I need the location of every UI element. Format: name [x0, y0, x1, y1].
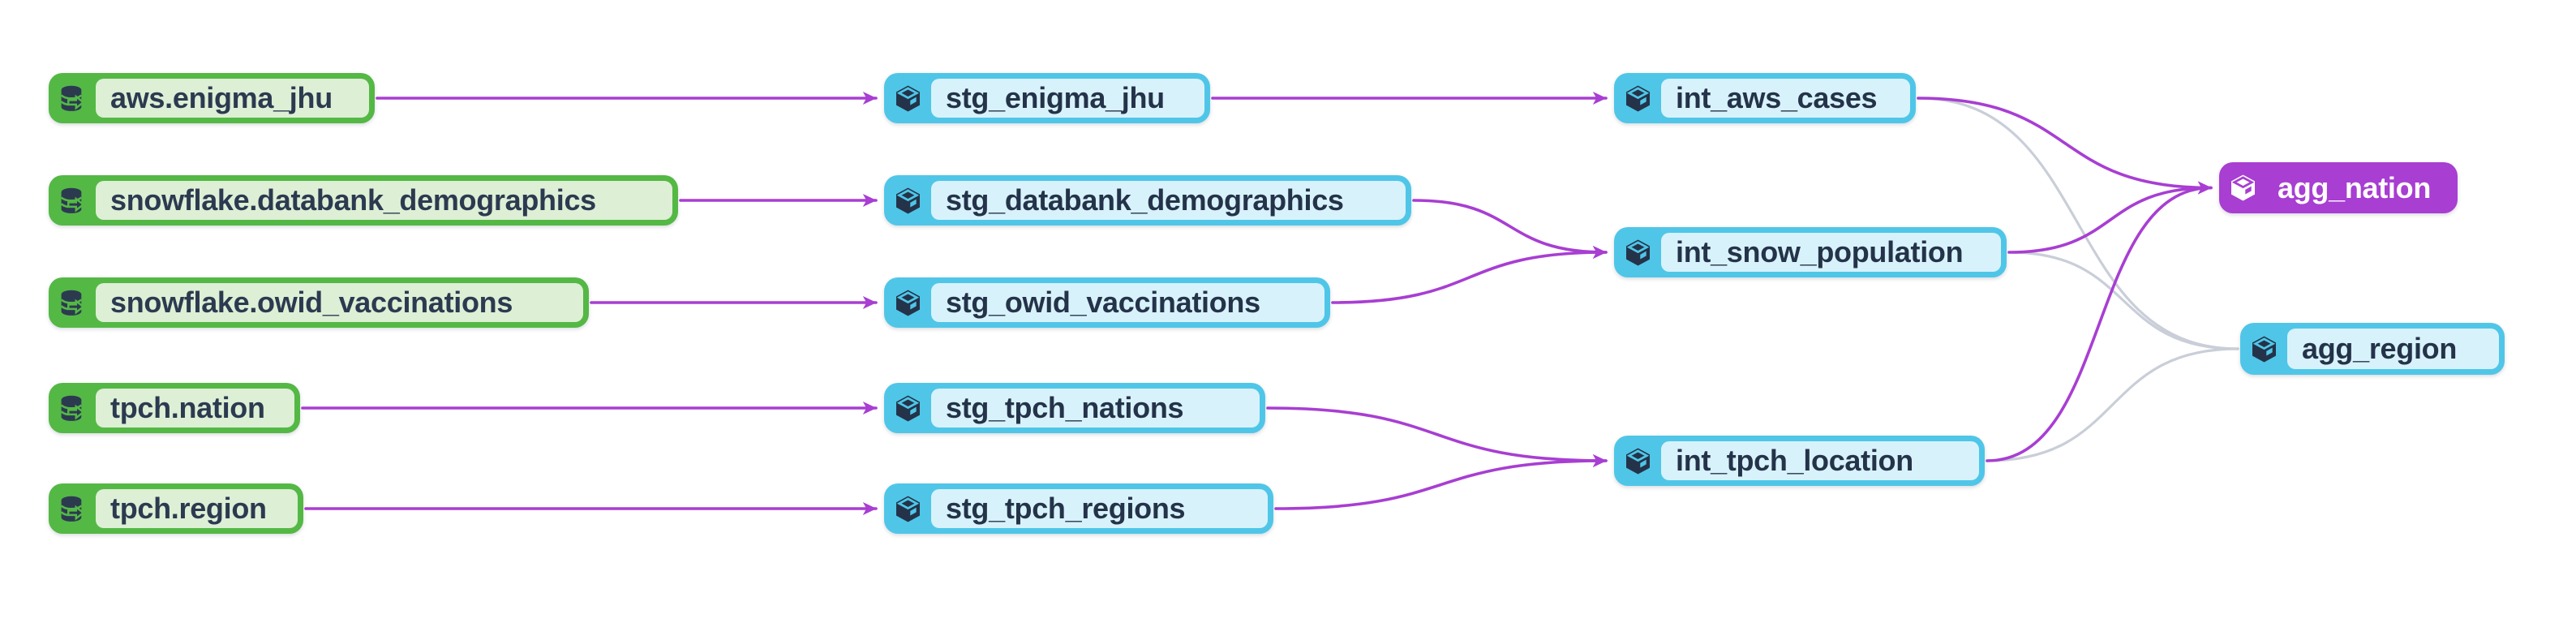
- cube-icon: [2240, 323, 2287, 375]
- cube-icon: [884, 175, 931, 226]
- edge-int_aws_cases-to-agg_nation: [1917, 97, 2213, 195]
- edge-stg_tpch_nations-to-int_tpch_location: [1266, 406, 1608, 467]
- edge-int_aws_cases-to-agg_region: [1917, 97, 2239, 350]
- edge-int_tpch_location-to-agg_region: [1986, 347, 2239, 462]
- node-snowflake.owid_vaccinations[interactable]: snowflake.owid_vaccinations: [49, 277, 589, 328]
- node-label: int_snow_population: [1661, 233, 2001, 272]
- edge-int_snow_population-to-agg_region: [2007, 251, 2239, 350]
- cube-icon: [884, 277, 931, 328]
- node-label: agg_region: [2287, 329, 2499, 369]
- node-agg_region[interactable]: agg_region: [2240, 323, 2505, 375]
- cube-icon: [1614, 436, 1661, 486]
- cube-icon: [884, 73, 931, 123]
- cube-icon: [884, 383, 931, 433]
- node-tpch.nation[interactable]: tpch.nation: [49, 383, 300, 433]
- edge-int_tpch_location-to-agg_nation: [1986, 181, 2213, 462]
- cube-icon: [2219, 162, 2266, 213]
- node-stg_owid_vaccinations[interactable]: stg_owid_vaccinations: [884, 277, 1330, 328]
- node-label: agg_nation: [2278, 170, 2432, 204]
- node-label: stg_owid_vaccinations: [931, 283, 1324, 322]
- inactive-edges-group: [1917, 97, 2239, 462]
- node-int_snow_population[interactable]: int_snow_population: [1614, 227, 2007, 277]
- node-aws.enigma_jhu[interactable]: aws.enigma_jhu: [49, 73, 375, 123]
- node-label: tpch.nation: [96, 389, 294, 428]
- node-label: stg_enigma_jhu: [931, 79, 1204, 118]
- database-export-icon: [49, 483, 96, 534]
- node-label: stg_tpch_regions: [931, 489, 1268, 528]
- node-stg_enigma_jhu[interactable]: stg_enigma_jhu: [884, 73, 1210, 123]
- node-label: tpch.region: [96, 489, 298, 528]
- node-label: aws.enigma_jhu: [96, 79, 369, 118]
- node-tpch.region[interactable]: tpch.region: [49, 483, 303, 534]
- node-label: stg_databank_demographics: [931, 181, 1406, 220]
- cube-icon: [1614, 73, 1661, 123]
- database-export-icon: [49, 73, 96, 123]
- cube-icon: [884, 483, 931, 534]
- node-label: stg_tpch_nations: [931, 389, 1260, 428]
- node-agg_nation[interactable]: agg_nation: [2219, 162, 2458, 213]
- database-export-icon: [49, 175, 96, 226]
- node-label: int_aws_cases: [1661, 79, 1910, 118]
- node-int_tpch_location[interactable]: int_tpch_location: [1614, 436, 1985, 486]
- node-label: snowflake.databank_demographics: [96, 181, 672, 220]
- edge-stg_databank_demographics-to-int_snow_population: [1412, 199, 1608, 259]
- node-label: int_tpch_location: [1661, 441, 1979, 480]
- edge-stg_owid_vaccinations-to-int_snow_population: [1331, 246, 1608, 304]
- active-edges-group: [301, 92, 2213, 515]
- database-export-icon: [49, 383, 96, 433]
- node-stg_tpch_nations[interactable]: stg_tpch_nations: [884, 383, 1265, 433]
- cube-icon: [1614, 227, 1661, 277]
- edge-stg_tpch_regions-to-int_tpch_location: [1274, 454, 1608, 510]
- node-label: snowflake.owid_vaccinations: [96, 283, 583, 322]
- node-stg_databank_demographics[interactable]: stg_databank_demographics: [884, 175, 1411, 226]
- database-export-icon: [49, 277, 96, 328]
- node-snowflake.databank_demographics[interactable]: snowflake.databank_demographics: [49, 175, 678, 226]
- edge-int_snow_population-to-agg_nation: [2007, 181, 2213, 254]
- node-stg_tpch_regions[interactable]: stg_tpch_regions: [884, 483, 1273, 534]
- node-int_aws_cases[interactable]: int_aws_cases: [1614, 73, 1916, 123]
